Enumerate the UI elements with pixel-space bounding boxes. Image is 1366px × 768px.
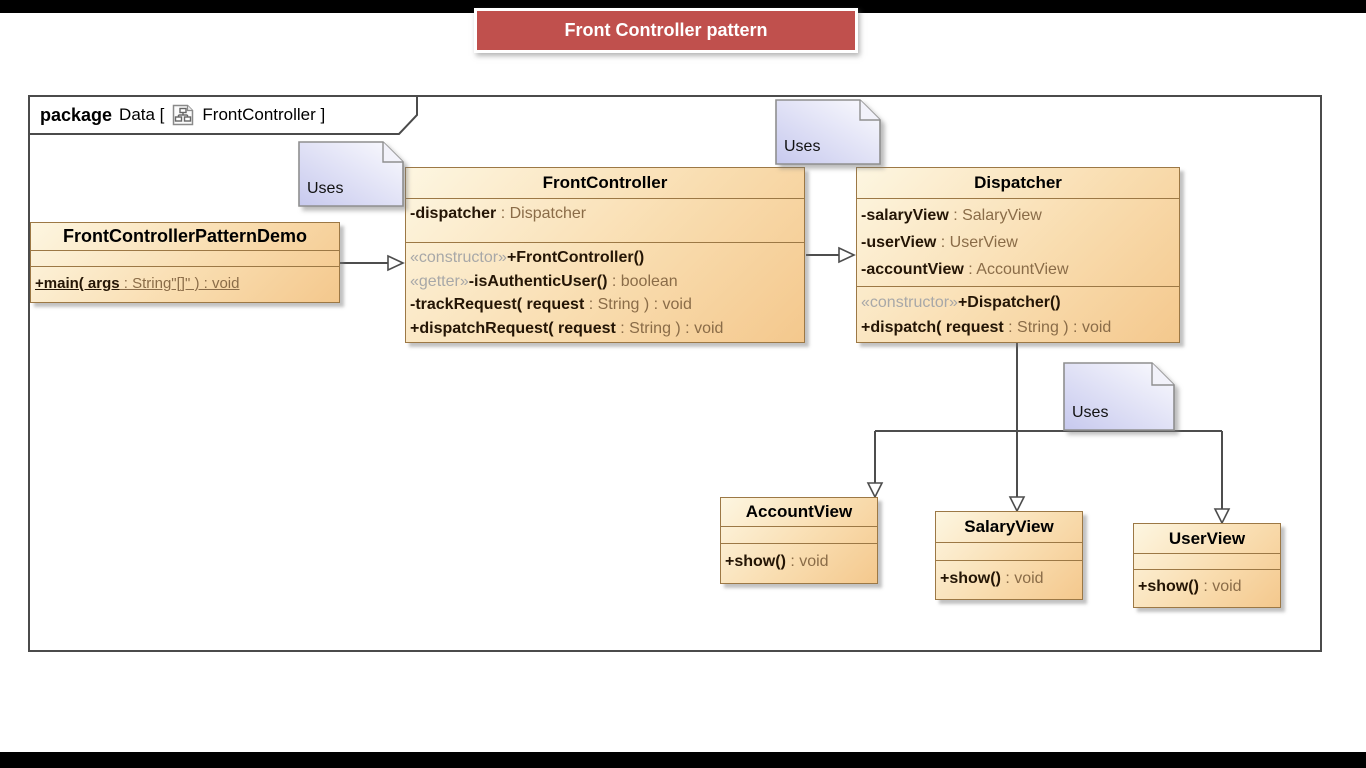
note-fold-corner <box>382 142 403 163</box>
note-label: Uses <box>784 138 820 155</box>
class-attributes-empty <box>721 526 877 543</box>
operation-constructor: «constructor»+Dispatcher() <box>861 294 1061 311</box>
class-attributes: -salaryView : SalaryView -userView : Use… <box>857 198 1179 286</box>
operation-dispatch: +dispatch( request : String ) : void <box>861 319 1112 336</box>
class-frontcontrollerpatterndemo: FrontControllerPatternDemo +main( args :… <box>30 222 340 303</box>
class-attributes-empty <box>1134 553 1280 569</box>
operation-show: +show() : void <box>725 553 829 570</box>
note-label: Uses <box>1072 404 1108 421</box>
class-accountview: AccountView +show() : void <box>720 497 878 584</box>
title-banner-frame: Front Controller pattern <box>474 8 858 53</box>
class-attributes-empty <box>31 250 339 266</box>
operation-constructor: «constructor»+FrontController() <box>410 249 645 266</box>
class-name: SalaryView <box>964 517 1054 536</box>
class-name: FrontControllerPatternDemo <box>62 226 307 246</box>
operation-show: +show() : void <box>1138 578 1242 595</box>
class-frontcontroller: FrontController -dispatcher : Dispatcher… <box>405 167 805 343</box>
attribute-dispatcher: -dispatcher : Dispatcher <box>410 205 587 222</box>
class-name: AccountView <box>745 502 853 521</box>
package-diagram-name: FrontController ] <box>202 105 326 124</box>
package-tab <box>28 95 418 135</box>
note-label: Uses <box>307 180 343 197</box>
package-tab-label: package Data [ FrontController ] <box>40 99 325 131</box>
class-userview: UserView +show() : void <box>1133 523 1281 608</box>
class-attributes-empty <box>936 542 1082 560</box>
class-diagram-icon <box>173 104 194 126</box>
attribute-userview: -userView : UserView <box>861 234 1018 251</box>
class-operations: «constructor»+Dispatcher() +dispatch( re… <box>857 286 1179 342</box>
note-uses-2: Uses <box>775 99 881 165</box>
class-operations: +show() : void <box>721 543 877 583</box>
note-uses-3: Uses <box>1063 362 1175 431</box>
note-uses-1: Uses <box>298 141 404 207</box>
operation-isauthenticuser: «getter»-isAuthenticUser() : boolean <box>410 272 678 290</box>
package-keyword: package <box>40 104 113 125</box>
letterbox-bottom <box>0 752 1366 768</box>
class-salaryview: SalaryView +show() : void <box>935 511 1083 600</box>
class-name: FrontController <box>542 173 668 192</box>
operation-main: +main( args : String"[]" ) : void <box>35 275 240 292</box>
class-attributes: -dispatcher : Dispatcher <box>406 198 804 242</box>
page-title: Front Controller pattern <box>477 11 855 50</box>
class-dispatcher: Dispatcher -salaryView : SalaryView -use… <box>856 167 1180 343</box>
operation-show: +show() : void <box>940 570 1044 587</box>
operation-dispatchrequest: +dispatchRequest( request : String ) : v… <box>410 319 724 337</box>
class-operations: +main( args : String"[]" ) : void <box>31 266 339 302</box>
class-name: Dispatcher <box>974 173 1062 192</box>
class-operations: +show() : void <box>1134 569 1280 607</box>
note-fold-corner <box>1151 363 1174 386</box>
operation-trackrequest: -trackRequest( request : String ) : void <box>410 296 692 313</box>
package-context: Data [ <box>119 105 165 124</box>
class-name: UserView <box>1168 528 1246 548</box>
class-operations: +show() : void <box>936 560 1082 599</box>
class-operations: «constructor»+FrontController() «getter»… <box>406 242 804 342</box>
attribute-accountview: -accountView : AccountView <box>861 261 1069 278</box>
note-fold-corner <box>859 100 880 121</box>
attribute-salaryview: -salaryView : SalaryView <box>861 207 1042 224</box>
letterbox-top <box>0 0 1366 13</box>
